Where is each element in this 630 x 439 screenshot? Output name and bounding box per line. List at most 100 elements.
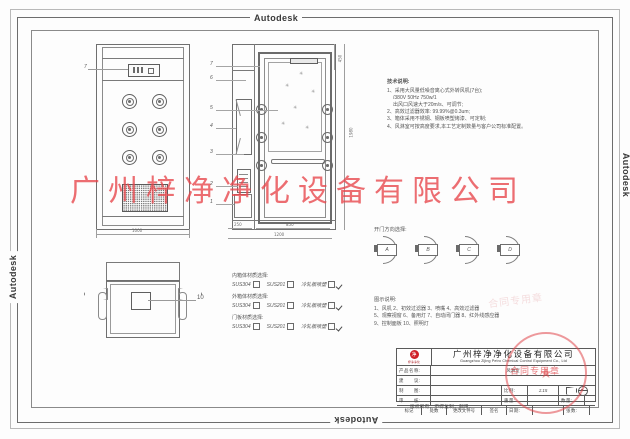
wall-block [374,245,378,252]
mark-label: 标记 [397,406,422,415]
air-nozzle [152,150,167,165]
leader-line [216,186,238,187]
material-option-label: SUS304 [232,302,251,309]
dimension-right: 850 [286,222,294,227]
autodesk-watermark-right: Autodesk [621,148,630,202]
material-option-label: SUS304 [232,281,251,288]
door-option-b[interactable]: B [415,236,447,264]
parts-legend-row: 9、控制面板 10、照明灯 [374,320,429,327]
checkbox[interactable] [252,302,260,309]
door-option-a[interactable]: A [374,236,406,264]
divider-line [102,58,184,59]
material-option-label: SUS304 [232,323,251,330]
air-nozzle [322,104,333,115]
title-row-product: 产品名称: 风淋室 [397,366,595,376]
wall-block [456,245,460,252]
material-option-sus304[interactable]: SUS304 [232,323,260,330]
drawn-by-value [431,386,502,395]
qty-changed-label: 处数 [422,406,447,415]
callout-6: 6 [210,75,213,81]
hepa-filter [236,99,252,155]
count-value [585,396,595,405]
note-line: /380V 50Hz 750w/1 [393,94,437,101]
blower-unit [237,169,251,193]
door-option-label: B [418,244,438,256]
callout-10: 10 [197,295,204,301]
material-selection: 内箱体材质选择: SUS304 SUS201 冷轧板喷塑 外箱体材质选择: [232,272,382,335]
wall-block [497,245,501,252]
door-closer [290,58,318,64]
base-cabinet [234,194,252,218]
material-option-coated-steel[interactable]: 冷轧板喷塑 [301,281,343,288]
sheets-value [590,406,595,415]
checkbox-checked[interactable] [328,281,336,288]
autodesk-watermark-left: Autodesk [8,250,19,304]
checkbox[interactable] [287,281,295,288]
dimension-total: 1200 [274,232,285,237]
material-option-coated-steel[interactable]: 冷轧板喷塑 [301,323,343,330]
material-option-coated-steel[interactable]: 冷轧板喷塑 [301,302,343,309]
material-option-label: SUS201 [266,302,286,309]
door-handle-left [98,292,107,320]
view-window: ✳ ✳ ✳ ✳ ✳ ✳ [268,62,322,152]
checkmark-icon [337,282,343,288]
weight-label: 重量: [502,396,528,405]
door-option-c[interactable]: C [456,236,488,264]
callout-2: 2 [210,181,213,187]
date-value [533,406,564,415]
return-air-grille [122,184,168,212]
material-group-outer: 外箱体材质选择: SUS304 SUS201 冷轧板喷塑 [232,293,382,309]
door-option-label: D [500,244,520,256]
dimension-line [96,234,190,235]
material-option-sus201[interactable]: SUS201 [267,302,295,309]
parts-legend-row: 5、观察视窗 6、备用灯 7、自动闭门器 8、红外线感应器 [374,313,500,320]
technical-notes: 技术说明: 1、采用大风量低噪音离心式外转风机(7台); /380V 50Hz … [387,78,567,131]
educational-border-inner [17,17,613,423]
material-group-inner: 内箱体材质选择: SUS304 SUS201 冷轧板喷塑 [232,272,382,288]
material-option-sus201[interactable]: SUS201 [267,281,295,288]
title-block: 净 梓净净化 广州梓净净化设备有限公司 Guangzhou Zijing Pet… [396,348,596,415]
material-option-label: SUS201 [266,323,286,330]
parts-legend-title: 图示说明: [374,297,397,303]
logo-subtext: 梓净净化 [408,359,420,364]
logo-mark-icon: 净 [409,350,419,360]
checkbox-checked[interactable] [328,302,336,309]
checkbox[interactable] [287,323,295,330]
note-line: 3、箱体采用不锈钢、钢板喷塑烤漆、可定制; [387,116,487,123]
door-option-d[interactable]: D [497,236,529,264]
material-group-door: 门板材质选择: SUS304 SUS201 冷轧板喷塑 [232,314,382,330]
material-option-sus304[interactable]: SUS304 [232,302,260,309]
extension-line [189,229,190,238]
checkbox[interactable] [252,323,260,330]
base-line [232,220,336,221]
checkbox-checked[interactable] [328,323,336,330]
company-names: 广州梓净净化设备有限公司 Guangzhou Zijing Petro Chem… [432,349,595,365]
checkbox[interactable] [252,281,260,288]
air-nozzle [256,132,267,143]
material-option-sus304[interactable]: SUS304 [232,281,260,288]
air-nozzle [152,122,167,137]
leader-line [148,300,196,301]
checkbox[interactable] [287,302,295,309]
air-nozzle [122,122,137,137]
material-option-label: 冷轧板喷塑 [301,303,327,309]
title-block-header: 净 梓净净化 广州梓净净化设备有限公司 Guangzhou Zijing Pet… [397,349,595,366]
plan-top-section [106,262,180,282]
checkmark-icon [337,324,343,330]
note-line: 4、风淋室可按高度要求,本工艺定制数量与客户公司标准配置。 [387,123,527,130]
company-name-en: Guangzhou Zijing Petro Chemical Control … [460,359,567,363]
air-nozzle [122,94,137,109]
title-row-suggestion: 建 议: [397,376,595,386]
projection-circle-icon [578,386,588,395]
suggestion-value [431,376,595,385]
scale-value: 1:15 [528,386,559,395]
checked-by-value [431,396,502,405]
projection-cone-icon [566,386,577,395]
material-option-sus201[interactable]: SUS201 [267,323,295,330]
count-label: 数量: [559,396,585,405]
parts-legend: 图示说明: 1、风机 2、初效过滤器 3、喷嘴 4、高效过滤器 5、观察视窗 6… [374,296,574,328]
extension-line [96,229,97,238]
leader-line [216,110,278,111]
dimension-height-total: 1980 [348,127,354,138]
